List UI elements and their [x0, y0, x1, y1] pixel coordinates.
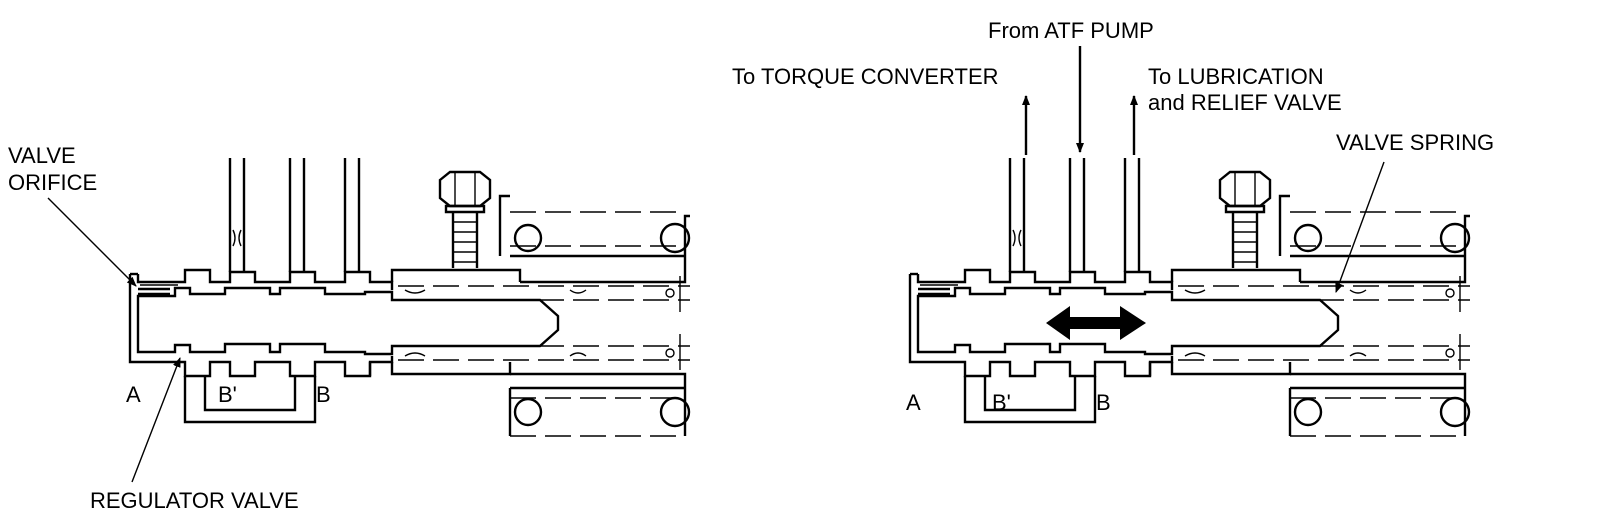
valve-orifice-label-line2: ORIFICE	[8, 170, 97, 195]
regulator-valve-leader-arrow	[131, 357, 181, 483]
valve-movement-double-arrow	[1046, 306, 1146, 340]
valve-spring-leader-arrow	[1335, 161, 1385, 293]
left-port-b-prime-label: B'	[218, 382, 237, 407]
valve-orifice-label-line1: VALVE	[8, 143, 76, 168]
right-port-b-prime-label: B'	[992, 390, 1011, 415]
valve-orifice-leader-arrow	[47, 197, 137, 287]
left-port-a-label: A	[126, 382, 141, 407]
right-port-b-label: B	[1096, 390, 1111, 415]
to-lubrication-label-line1: To LUBRICATION	[1148, 64, 1324, 89]
left-valve-diagram	[128, 156, 692, 438]
left-port-b-label: B	[316, 382, 331, 407]
to-lubrication-label-line2: and RELIEF VALVE	[1148, 90, 1342, 115]
valve-spring-label: VALVE SPRING	[1336, 130, 1494, 155]
regulator-valve-label: REGULATOR VALVE	[90, 488, 299, 513]
from-atf-pump-label: From ATF PUMP	[988, 18, 1154, 43]
right-port-a-label: A	[906, 390, 921, 415]
to-torque-converter-label: To TORQUE CONVERTER	[732, 64, 999, 89]
left-valve-body	[128, 156, 692, 438]
